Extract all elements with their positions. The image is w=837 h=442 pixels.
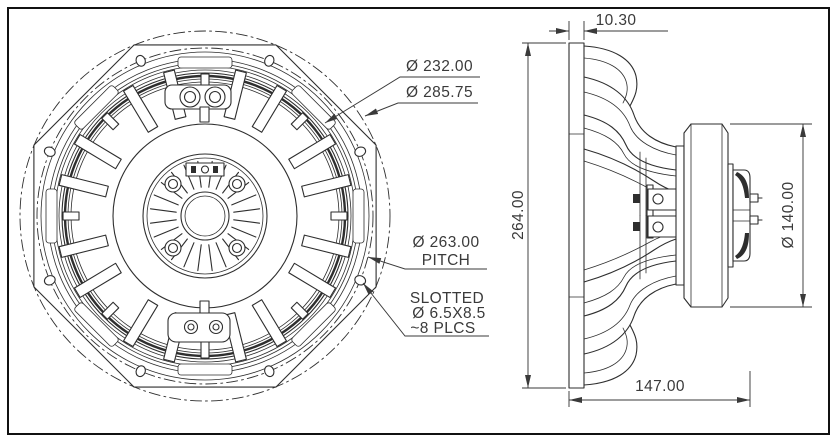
flange-window (291, 85, 336, 130)
hub-fin (183, 242, 195, 268)
surround-ring (58, 69, 352, 363)
spoke-tab (290, 112, 309, 131)
dim-magnet-diameter: Ø 140.00 (780, 182, 797, 249)
flange-window (74, 302, 119, 347)
callout-slot-note-line1: SLOTTED (410, 290, 484, 307)
dim-flange-thickness: 10.30 (596, 12, 637, 29)
mounting-slot (135, 54, 146, 67)
mounting-slot (264, 54, 275, 67)
hub-screw-head (167, 178, 179, 190)
hub-fin (233, 208, 261, 213)
callout-bolt-circle-note: PITCH (422, 252, 471, 269)
mounting-slot (354, 146, 367, 157)
hub-heatsink (142, 153, 268, 279)
magnet-cylinder (683, 123, 729, 308)
mounting-flange (568, 42, 585, 389)
hub-fin (149, 208, 177, 213)
hub-fin (153, 226, 179, 238)
bolt-pitch-circle (36, 47, 374, 385)
basket-spoke (58, 234, 109, 258)
hub-screw (164, 239, 182, 257)
spoke-tab (290, 301, 309, 320)
basket-spoke (301, 234, 352, 258)
hub-screw (228, 175, 246, 193)
callout-surround-diameter: Ø 232.00 (406, 58, 473, 75)
hub-screw-head (167, 242, 179, 254)
mounting-slot (43, 275, 56, 286)
mounting-slot (354, 275, 367, 286)
surround-ring (61, 72, 349, 360)
hub-label (185, 162, 225, 177)
dimensions: 10.30 264.00 Ø 140.00 147.00 (510, 12, 812, 407)
basket-spoke (288, 133, 337, 170)
callout-slot-note-line3: ~8 PLCS (410, 320, 475, 337)
flange-window (177, 56, 233, 69)
basket-spoke (301, 174, 352, 198)
hub-fin (231, 194, 257, 206)
basket-spoke (122, 299, 159, 348)
magnet-assembly (675, 123, 763, 308)
spoke-tab (62, 211, 80, 221)
terminal-tab (749, 193, 759, 203)
callout-bolt-circle-diameter: Ø 263.00 (413, 234, 480, 251)
mounting-slot (264, 365, 275, 378)
hub-fin (208, 244, 213, 272)
hub-fin (215, 242, 227, 268)
spoke-tab (200, 341, 210, 359)
mounting-slot (43, 146, 56, 157)
hub-screws (164, 175, 246, 257)
basket-spoke (251, 84, 288, 133)
rear-fin-shadow (735, 172, 749, 198)
pole-vent-hole (180, 191, 230, 241)
hub-screw (228, 239, 246, 257)
hub-screw (164, 175, 182, 193)
terminal-block-top (164, 84, 232, 123)
flange-window (352, 188, 365, 244)
hub-screw-head (231, 242, 243, 254)
flange-inner-circle (40, 51, 370, 381)
spoke-tab (101, 112, 120, 131)
frame-octagon (33, 44, 377, 388)
side-view (568, 42, 763, 389)
mounting-slot (135, 365, 146, 378)
rear-cap (732, 169, 751, 262)
flange-window (291, 302, 336, 347)
basket-spoke (58, 174, 109, 198)
dim-mounting-depth: 147.00 (635, 378, 685, 395)
flange-window (74, 85, 119, 130)
terminal-block-bottom (167, 300, 231, 343)
dim-overall-height: 264.00 (510, 190, 527, 240)
basket-spoke (288, 262, 337, 299)
spoke-tab (101, 301, 120, 320)
flange-window (45, 188, 58, 244)
basket-spoke (251, 299, 288, 348)
pole-vent-hole-inner (184, 195, 226, 237)
rear-fin-shadow (735, 233, 749, 259)
back-plate-ring (727, 163, 734, 268)
flange-window (177, 363, 233, 376)
hub-fin (197, 244, 202, 272)
leader-callouts: Ø 232.00 Ø 285.75 Ø 263.00 PITCH SLOTTED… (324, 58, 489, 337)
callout-gasket-diameter: Ø 285.75 (406, 84, 473, 101)
hub-fin (231, 226, 257, 238)
hub-fin (233, 219, 261, 224)
hub-fin (153, 194, 179, 206)
callout-slot-note-line2: Ø 6.5X8.5 (412, 305, 485, 322)
front-plate (675, 145, 685, 286)
spoke-tab (330, 211, 348, 221)
basket-spoke (122, 84, 159, 133)
sheet-border (7, 7, 830, 435)
basket-spoke (73, 133, 122, 170)
basket-spoke (73, 262, 122, 299)
hub-fin (149, 219, 177, 224)
gasket-phantom-circle (19, 30, 391, 402)
hub-screw-head (231, 178, 243, 190)
basket-profile-bottom (568, 214, 677, 386)
front-view (19, 30, 391, 402)
terminal-tab (749, 215, 759, 225)
